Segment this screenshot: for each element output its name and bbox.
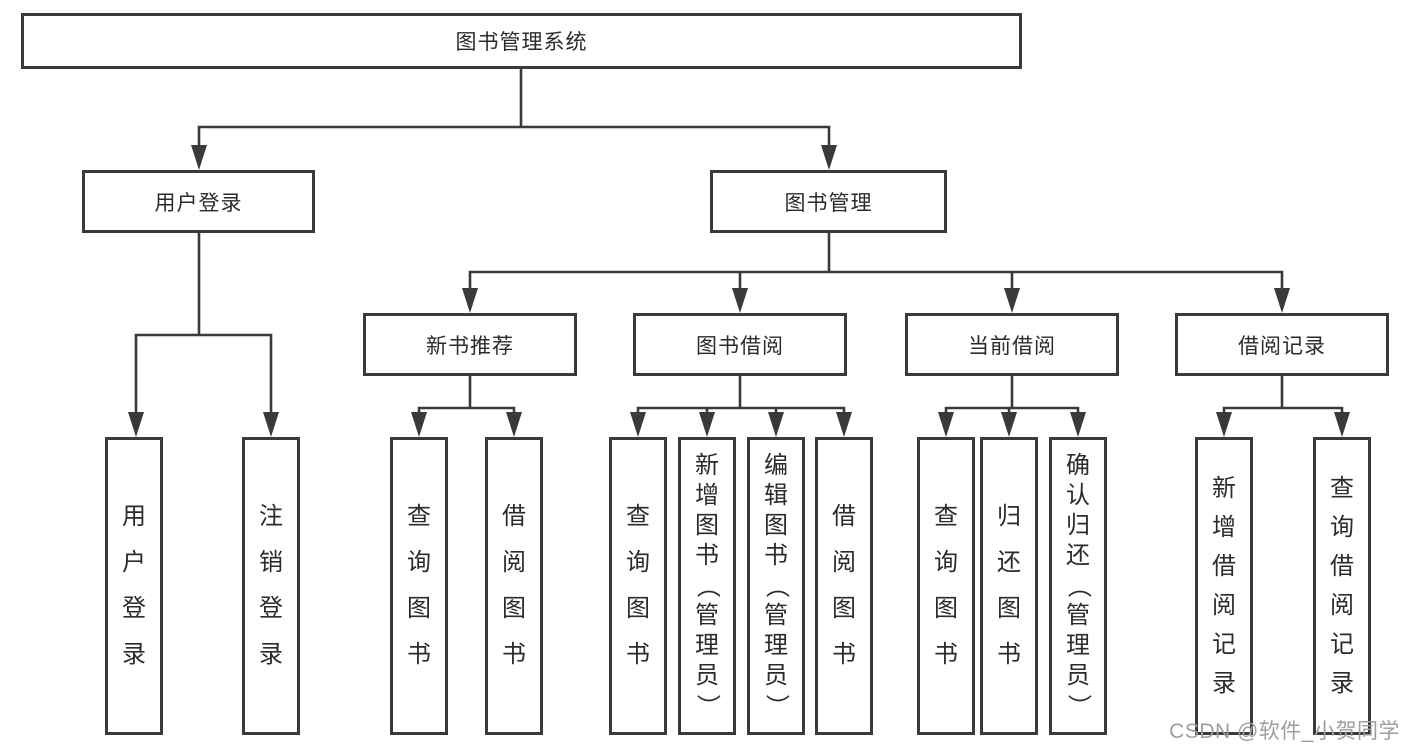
leaf-return-books-label: 归还图书: [997, 503, 1021, 668]
node-current-borrow: 当前借阅: [905, 313, 1119, 376]
leaf-confirm-return-admin-label: 确认归还（管理员）: [1065, 452, 1092, 719]
leaf-query-borrow-record-label: 查询借阅记录: [1330, 474, 1354, 697]
leaf-add-books-admin: 新增图书（管理员）: [678, 437, 736, 735]
leaf-add-borrow-record: 新增借阅记录: [1195, 437, 1253, 735]
connector-segments: [134, 67, 1344, 416]
node-book-borrow: 图书借阅: [633, 313, 847, 376]
leaf-query-books-recommend: 查询图书: [390, 437, 448, 735]
leaf-borrow-books-recommend-label: 借阅图书: [502, 503, 526, 668]
leaf-user-login-label: 用户登录: [122, 503, 146, 668]
csdn-watermark: CSDN @软件_小贺同学: [1169, 720, 1400, 743]
leaf-query-books-recommend-label: 查询图书: [407, 503, 431, 668]
node-book-management: 图书管理: [710, 170, 947, 233]
leaf-borrow-books-recommend: 借阅图书: [485, 437, 543, 735]
leaf-user-login: 用户登录: [105, 437, 163, 735]
leaf-return-books: 归还图书: [980, 437, 1038, 735]
leaf-query-books-current: 查询图书: [917, 437, 975, 735]
node-borrow-records: 借阅记录: [1175, 313, 1389, 376]
arrowheads: [128, 145, 1350, 437]
leaf-borrow-books: 借阅图书: [815, 437, 873, 735]
leaf-add-books-admin-label: 新增图书（管理员）: [694, 452, 721, 719]
leaf-edit-books-admin-label: 编辑图书（管理员）: [763, 452, 790, 719]
node-system-root: 图书管理系统: [21, 13, 1022, 69]
node-user-login: 用户登录: [82, 170, 315, 233]
leaf-logout: 注销登录: [242, 437, 300, 735]
leaf-logout-label: 注销登录: [259, 503, 283, 668]
leaf-query-books-borrow-label: 查询图书: [626, 503, 650, 668]
leaf-add-borrow-record-label: 新增借阅记录: [1212, 474, 1236, 697]
leaf-query-books-borrow: 查询图书: [609, 437, 667, 735]
leaf-confirm-return-admin: 确认归还（管理员）: [1049, 437, 1107, 735]
leaf-query-borrow-record: 查询借阅记录: [1313, 437, 1371, 735]
leaf-edit-books-admin: 编辑图书（管理员）: [747, 437, 805, 735]
node-new-book-recommend: 新书推荐: [363, 313, 577, 376]
leaf-borrow-books-label: 借阅图书: [832, 503, 856, 668]
leaf-query-books-current-label: 查询图书: [934, 503, 958, 668]
